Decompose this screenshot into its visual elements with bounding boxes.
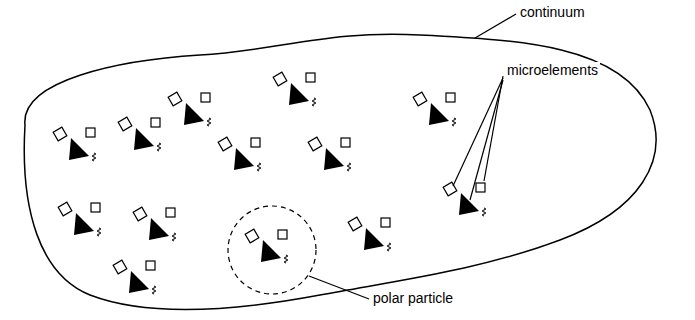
part-label: polar particle <box>371 290 455 306</box>
part-label: microelements <box>505 62 600 78</box>
region-label: continuum <box>518 4 587 20</box>
leader-lines <box>309 14 516 299</box>
particle-circle <box>228 206 316 294</box>
continuum-outline <box>24 34 656 309</box>
polar-particles <box>53 72 485 294</box>
